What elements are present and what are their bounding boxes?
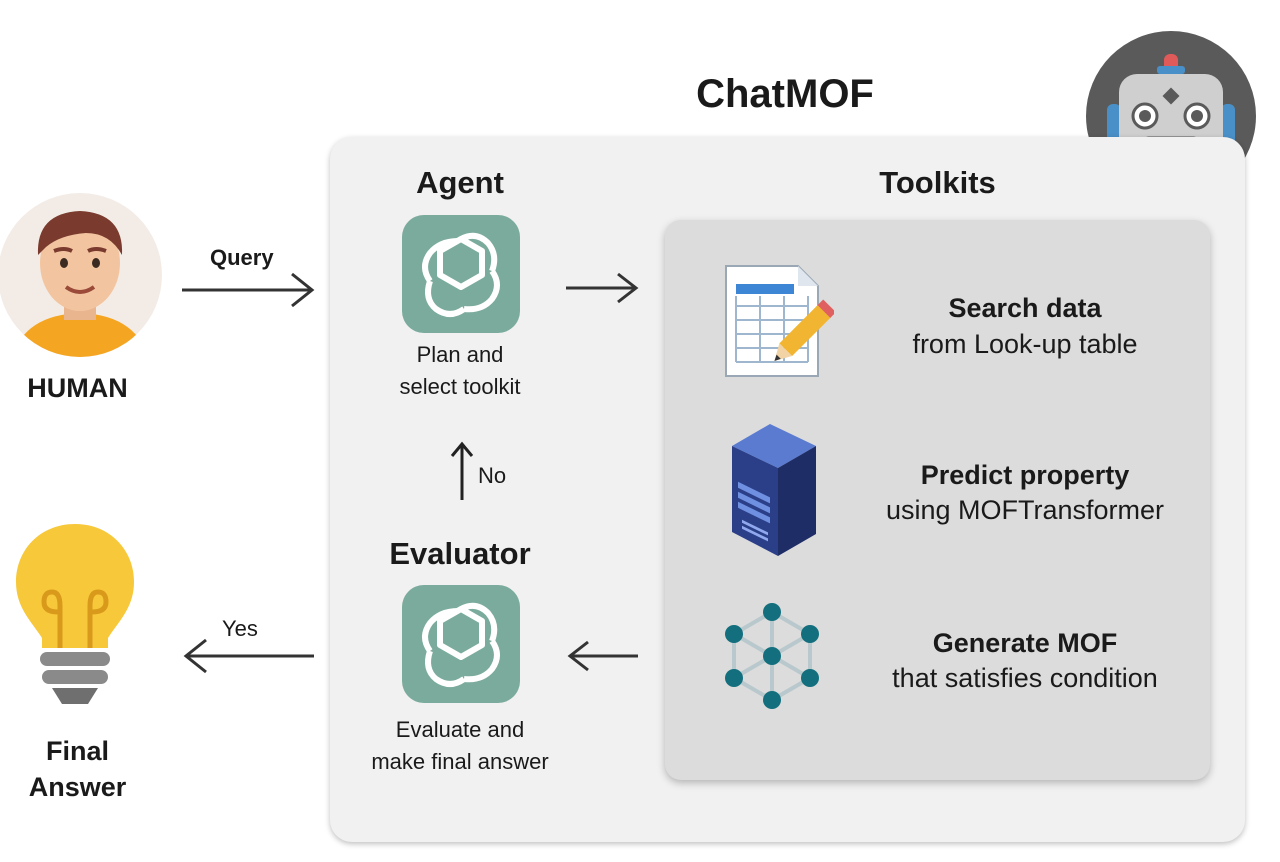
page-title: ChatMOF	[696, 72, 874, 116]
tool-predict-subtitle: using MOFTransformer	[885, 495, 1165, 525]
agent-caption-1: Plan and	[416, 342, 504, 367]
query-label: Query	[210, 245, 274, 270]
server-icon	[722, 420, 822, 560]
table-pencil-icon	[722, 262, 834, 382]
yes-arrow	[178, 636, 318, 676]
query-arrow	[180, 270, 320, 310]
human-label: HUMAN	[27, 373, 128, 403]
tool-generate-subtitle: that satisfies condition	[892, 663, 1158, 693]
agent-caption-2: select toolkit	[399, 374, 521, 399]
tool-search-subtitle: from Look-up table	[912, 329, 1138, 359]
agent-to-toolkits-arrow	[564, 268, 644, 308]
no-arrow	[448, 440, 478, 504]
lightbulb-icon	[10, 520, 140, 710]
final-label-1: Final	[45, 736, 109, 766]
evaluator-caption-1: Evaluate and	[395, 717, 525, 742]
tool-generate-title: Generate MOF	[932, 628, 1118, 658]
no-label: No	[478, 463, 507, 488]
evaluator-openai-icon	[402, 585, 520, 703]
tool-predict-title: Predict property	[920, 460, 1130, 490]
tool-search-title: Search data	[948, 293, 1102, 323]
evaluator-caption-2: make final answer	[371, 749, 549, 774]
yes-label: Yes	[222, 616, 258, 641]
human-avatar-icon	[0, 185, 170, 365]
molecule-lattice-icon	[720, 600, 830, 712]
toolkits-to-evaluator-arrow	[562, 636, 642, 676]
toolkits-heading: Toolkits	[879, 165, 996, 200]
agent-heading: Agent	[416, 165, 504, 200]
evaluator-heading: Evaluator	[389, 536, 531, 571]
final-label-2: Answer	[28, 772, 127, 802]
agent-openai-icon	[402, 215, 520, 333]
